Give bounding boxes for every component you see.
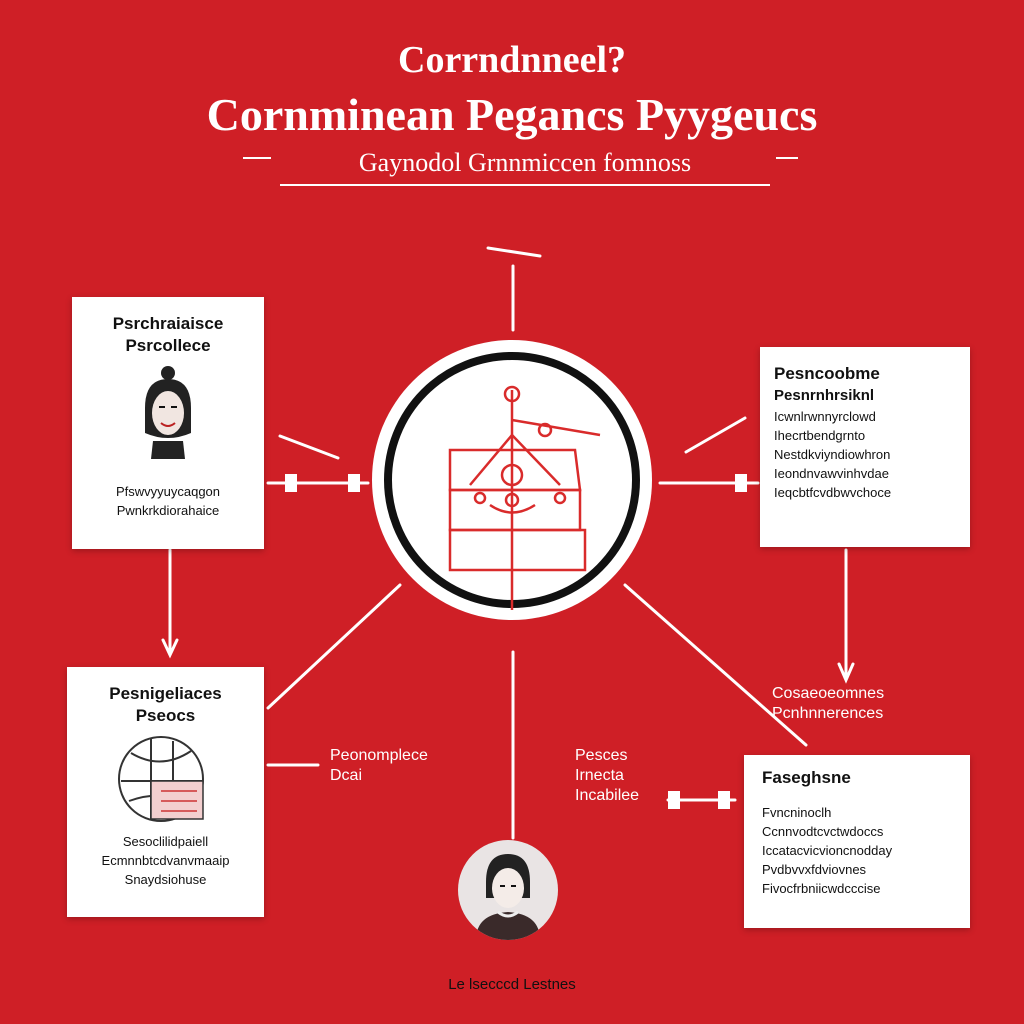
box-bottom-left[interactable]: Pesnigeliaces Pseocs Sesoclilidpaiell Ec… [67,667,264,917]
page-title: Cornminean Pegancs Pyygeucs [206,89,818,140]
label-mid-left: Peonomplece Dcai [330,746,428,786]
avatar[interactable] [458,840,558,940]
label-line: Pcnhnnerences [772,705,884,722]
box-line: Ccnnvodtcvctwdoccs [762,824,884,839]
box-line: Fvncninoclh [762,805,832,820]
box-line: Pfswvyyuycaqgon [115,484,221,499]
right-vertical-arrowhead [837,662,855,684]
box-line: Pvdbvvxfdviovnes [762,862,867,877]
left-upper-arrow [278,434,340,460]
label-line: Peonomplece [330,747,428,764]
left-vertical-arrowhead [161,638,179,659]
right-upper-arrow [684,416,747,454]
box-line: Ecmnnbtcdvanvmaaip [101,853,230,868]
subtitle-tick-right [776,157,798,159]
top-marker-line [486,246,542,258]
box-title: Faseghsne [762,768,851,787]
box-subtitle: Pseocs [135,706,196,725]
diagonal-right [623,583,808,747]
box-top-left[interactable]: Psrchraiaisce Psrcollece Pfswvyyuycaqgon… [72,297,264,549]
person-avatar-icon [476,854,540,940]
person-portrait-icon [145,366,191,459]
box-top-right[interactable]: Pesncoobme Pesnrnhrsiknl Icwnlrwnnyrclow… [760,347,970,547]
label-line: Dcai [330,767,363,784]
left-connector-cap [285,474,297,492]
box-line: Ieondnvawvinhvdae [774,466,889,481]
globe-sketch-icon [117,736,204,822]
box-subtitle: Psrcollece [125,336,211,355]
label-line: Irnecta [575,767,624,784]
box-title: Psrchraiaisce [112,314,224,333]
label-line: Cosaeoeomnes [772,685,885,702]
label-mid-center: Pesces Irnecta Incabilee [575,746,639,806]
title-top: Corrndnneel? [398,39,626,81]
box-title: Pesncoobme [774,364,880,383]
left-connector-cap [348,474,360,492]
page-subtitle: Gaynodol Grnnmiccen fomnoss [280,148,770,186]
mid-right-cap [668,791,680,809]
box-line: Nestdkviyndiowhron [774,447,891,462]
box-line: Fivocfrbniicwdcccise [762,881,881,896]
box-line: Iccatacvicvioncnodday [762,843,893,858]
label-mid-right: Cosaeoeomnes Pcnhnnerences [772,684,884,724]
box-subtitle: Pesnrnhrsiknl [774,387,875,404]
pendulum-diagram-icon [448,385,601,610]
label-line: Incabilee [575,787,640,804]
box-line: Ieqcbtfcvdbwvchoce [774,485,892,500]
box-line: Icwnlrwnnyrclowd [774,409,876,424]
diagonal-left [266,583,402,710]
mid-right-cap [718,791,730,809]
box-line: Ihecrtbendgrnto [774,428,866,443]
footer-caption: Le lsecccd Lestnes [448,976,576,993]
subtitle-tick-left [243,157,271,159]
box-title: Pesnigeliaces [109,684,222,703]
box-line: Sesoclilidpaiell [122,834,209,849]
label-line: Pesces [575,747,628,764]
box-line: Snaydsiohuse [124,872,207,887]
box-bottom-right[interactable]: Faseghsne Fvncninoclh Ccnnvodtcvctwdoccs… [744,755,970,928]
right-connector-cap [735,474,747,492]
box-line: Pwnkrkdiorahaice [116,503,220,518]
